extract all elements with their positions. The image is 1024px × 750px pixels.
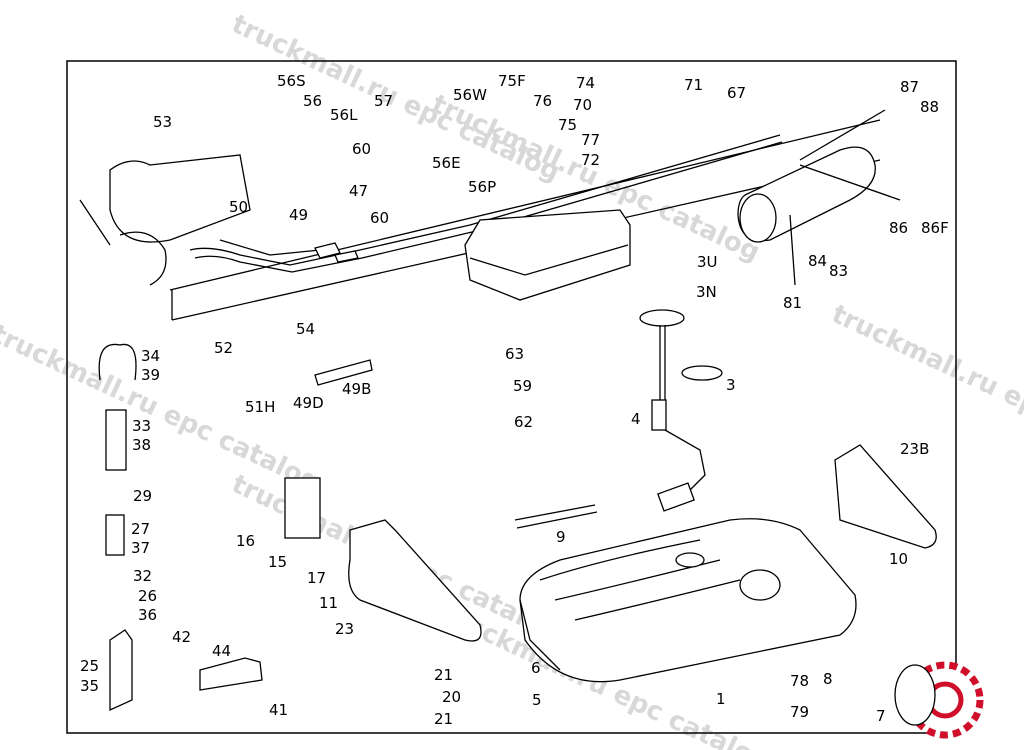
part-label: 49B	[342, 380, 371, 398]
part-label: 3	[726, 376, 736, 394]
part-label: 3N	[696, 283, 717, 301]
part-label: 36	[138, 606, 157, 624]
truckmallparts-logo	[894, 661, 984, 739]
part-label: 9	[556, 528, 566, 546]
part-label: 49	[289, 206, 308, 224]
part-label: 56P	[468, 178, 496, 196]
part-label: 87	[900, 78, 919, 96]
part-label: 75F	[498, 72, 526, 90]
part-label: 86F	[921, 219, 949, 237]
part-label: 70	[573, 96, 592, 114]
part-label: 67	[727, 84, 746, 102]
part-label: 21	[434, 710, 453, 728]
brackets	[98, 343, 937, 712]
part-label: 16	[236, 532, 255, 550]
fuel-sender	[639, 309, 723, 512]
part-label: 49D	[293, 394, 324, 412]
part-label: 62	[514, 413, 533, 431]
part-label: 75	[558, 116, 577, 134]
part-label: 17	[307, 569, 326, 587]
part-label: 23B	[900, 440, 929, 458]
part-label: 56	[303, 92, 322, 110]
part-label: 77	[581, 131, 600, 149]
part-label: 83	[829, 262, 848, 280]
part-label: 23	[335, 620, 354, 638]
part-label: 56E	[432, 154, 461, 172]
part-label: 60	[352, 140, 371, 158]
part-label: 35	[80, 677, 99, 695]
part-label: 56L	[330, 106, 358, 124]
main-fuel-tank	[519, 518, 857, 683]
part-label: 6	[531, 659, 541, 677]
part-label: 21	[434, 666, 453, 684]
part-label: 34	[141, 347, 160, 365]
part-label: 44	[212, 642, 231, 660]
part-label: 56S	[277, 72, 306, 90]
part-label: 10	[889, 550, 908, 568]
part-label: 25	[80, 657, 99, 675]
part-label: 59	[513, 377, 532, 395]
part-label: 7	[876, 707, 886, 725]
part-label: 51H	[245, 398, 275, 416]
part-labels: 56S 56 56L 53 57 56W 75F 76 74 70 71 67 …	[80, 72, 949, 728]
part-label: 50	[229, 198, 248, 216]
part-label: 29	[133, 487, 152, 505]
part-label: 38	[132, 436, 151, 454]
part-label: 71	[684, 76, 703, 94]
part-label: 15	[268, 553, 287, 571]
part-label: 33	[132, 417, 151, 435]
fuel-filter	[737, 109, 901, 286]
part-label: 32	[133, 567, 152, 585]
part-label: 76	[533, 92, 552, 110]
part-label: 86	[889, 219, 908, 237]
part-label: 53	[153, 113, 172, 131]
part-label: 41	[269, 701, 288, 719]
part-label: 88	[920, 98, 939, 116]
part-label: 54	[296, 320, 315, 338]
part-label: 79	[790, 703, 809, 721]
part-label: 27	[131, 520, 150, 538]
part-label: 72	[581, 151, 600, 169]
part-label: 8	[823, 670, 833, 688]
part-label: 56W	[453, 86, 487, 104]
part-label: 20	[442, 688, 461, 706]
part-label: 78	[790, 672, 809, 690]
part-label: 39	[141, 366, 160, 384]
part-label: 5	[532, 691, 542, 709]
part-label: 37	[131, 539, 150, 557]
fuel-lines	[189, 134, 783, 273]
auxiliary-tank	[464, 209, 631, 301]
part-label: 3U	[697, 253, 718, 271]
part-label: 52	[214, 339, 233, 357]
part-label: 1	[716, 690, 726, 708]
diagram-frame	[66, 60, 957, 734]
watermark: truckmall.ru epc catalog	[0, 319, 324, 498]
watermark: truckmall.ru epc catalog	[227, 9, 564, 188]
part-label: 42	[172, 628, 191, 646]
part-label: 57	[374, 92, 393, 110]
part-label: 47	[349, 182, 368, 200]
part-label: 60	[370, 209, 389, 227]
part-label: 81	[783, 294, 802, 312]
part-label: 4	[631, 410, 641, 428]
part-label: 26	[138, 587, 157, 605]
part-label: 11	[319, 594, 338, 612]
part-label: 63	[505, 345, 524, 363]
part-label: 84	[808, 252, 827, 270]
tank-seam	[469, 244, 629, 276]
part-label: 74	[576, 74, 595, 92]
